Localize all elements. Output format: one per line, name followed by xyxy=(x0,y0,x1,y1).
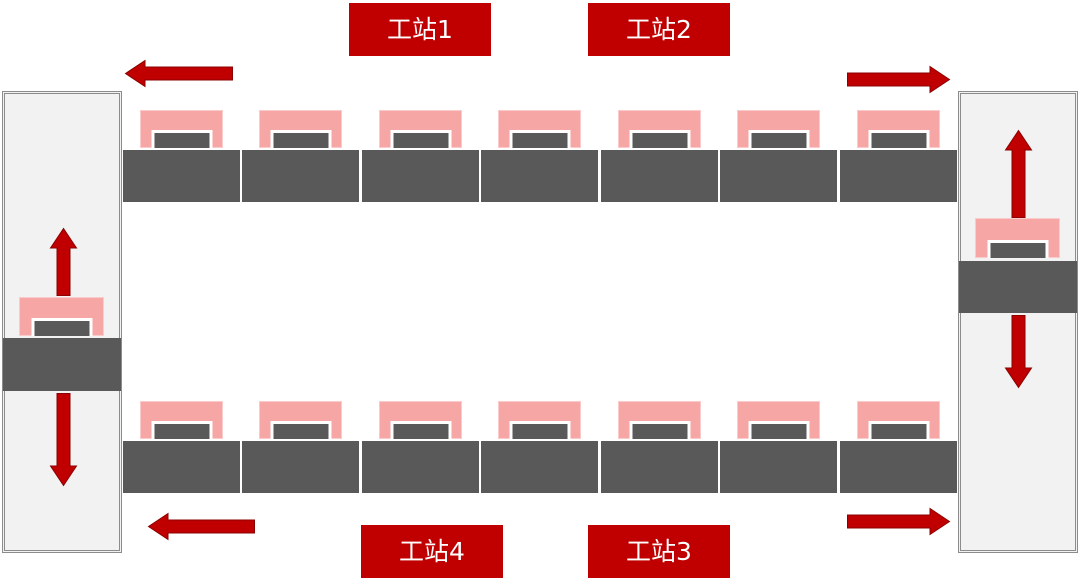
conveyor-segment xyxy=(123,441,240,493)
pallet xyxy=(498,401,581,439)
right-lift-carrier xyxy=(959,261,1077,313)
arrow-up-icon xyxy=(49,227,78,296)
bottom-conveyor-slot xyxy=(362,401,479,493)
pallet-fixture xyxy=(270,421,331,439)
pallet xyxy=(618,401,701,439)
pallet-fixture xyxy=(31,318,92,336)
top-conveyor-slot xyxy=(481,110,598,202)
station-4-label: 工站4 xyxy=(361,525,503,578)
arrow-left-icon xyxy=(147,512,255,541)
left-lift-carrier xyxy=(3,338,121,391)
conveyor-segment xyxy=(481,441,598,493)
top-conveyor-slot xyxy=(123,110,240,202)
conveyor-segment xyxy=(601,441,718,493)
bottom-conveyor-slot xyxy=(601,401,718,493)
conveyor-segment xyxy=(242,441,359,493)
pallet xyxy=(259,110,342,148)
top-conveyor-slot xyxy=(601,110,718,202)
conveyor-segment xyxy=(123,150,240,202)
station-3-label: 工站3 xyxy=(588,525,730,578)
conveyor-segment xyxy=(720,441,837,493)
arrow-down-icon xyxy=(1004,315,1033,389)
fixture-core xyxy=(632,424,687,439)
pallet xyxy=(140,110,223,148)
pallet xyxy=(737,110,820,148)
arrow-right-icon xyxy=(847,507,951,536)
arrow-right-icon xyxy=(847,65,951,94)
fixture-core xyxy=(393,424,448,439)
fixture-core xyxy=(273,424,328,439)
conveyor-segment xyxy=(840,150,957,202)
top-conveyor-slot xyxy=(362,110,479,202)
pallet-fixture xyxy=(270,130,331,148)
fixture-core xyxy=(154,424,209,439)
pallet-fixture xyxy=(509,421,570,439)
arrow-down-icon xyxy=(49,393,78,487)
bottom-conveyor-slot xyxy=(242,401,359,493)
pallet xyxy=(857,401,940,439)
fixture-core xyxy=(751,133,806,148)
pallet-fixture xyxy=(868,421,929,439)
fixture-core xyxy=(512,133,567,148)
pallet-fixture xyxy=(629,421,690,439)
fixture-core xyxy=(990,243,1045,258)
pallet xyxy=(259,401,342,439)
pallet-fixture xyxy=(629,130,690,148)
fixture-core xyxy=(273,133,328,148)
top-conveyor-slot xyxy=(242,110,359,202)
pallet xyxy=(379,110,462,148)
pallet xyxy=(737,401,820,439)
pallet-fixture xyxy=(748,421,809,439)
pallet-fixture xyxy=(390,421,451,439)
station-2-label: 工站2 xyxy=(588,3,730,56)
conveyor-segment xyxy=(242,150,359,202)
conveyor-segment xyxy=(720,150,837,202)
pallet-fixture xyxy=(151,130,212,148)
conveyor-segment xyxy=(362,150,479,202)
pallet xyxy=(140,401,223,439)
arrow-left-icon xyxy=(124,59,233,88)
right-lift-pallet xyxy=(975,218,1060,258)
pallet xyxy=(618,110,701,148)
pallet-fixture xyxy=(390,130,451,148)
pallet xyxy=(498,110,581,148)
top-conveyor-slot xyxy=(840,110,957,202)
fixture-core xyxy=(632,133,687,148)
pallet-fixture xyxy=(987,240,1048,258)
pallet-fixture xyxy=(509,130,570,148)
fixture-core xyxy=(512,424,567,439)
pallet-fixture xyxy=(868,130,929,148)
fixture-core xyxy=(871,424,926,439)
pallet xyxy=(857,110,940,148)
fixture-core xyxy=(154,133,209,148)
conveyor-segment xyxy=(481,150,598,202)
bottom-conveyor-slot xyxy=(840,401,957,493)
station-1-label: 工站1 xyxy=(349,3,491,56)
top-conveyor-slot xyxy=(720,110,837,202)
bottom-conveyor-slot xyxy=(720,401,837,493)
pallet xyxy=(379,401,462,439)
fixture-core xyxy=(871,133,926,148)
bottom-conveyor-slot xyxy=(123,401,240,493)
conveyor-segment xyxy=(840,441,957,493)
pallet-fixture xyxy=(748,130,809,148)
bottom-conveyor-slot xyxy=(481,401,598,493)
conveyor-segment xyxy=(601,150,718,202)
arrow-up-icon xyxy=(1004,129,1033,218)
pallet-fixture xyxy=(151,421,212,439)
conveyor-segment xyxy=(362,441,479,493)
fixture-core xyxy=(34,321,89,336)
fixture-core xyxy=(751,424,806,439)
fixture-core xyxy=(393,133,448,148)
left-lift-pallet xyxy=(19,297,104,336)
